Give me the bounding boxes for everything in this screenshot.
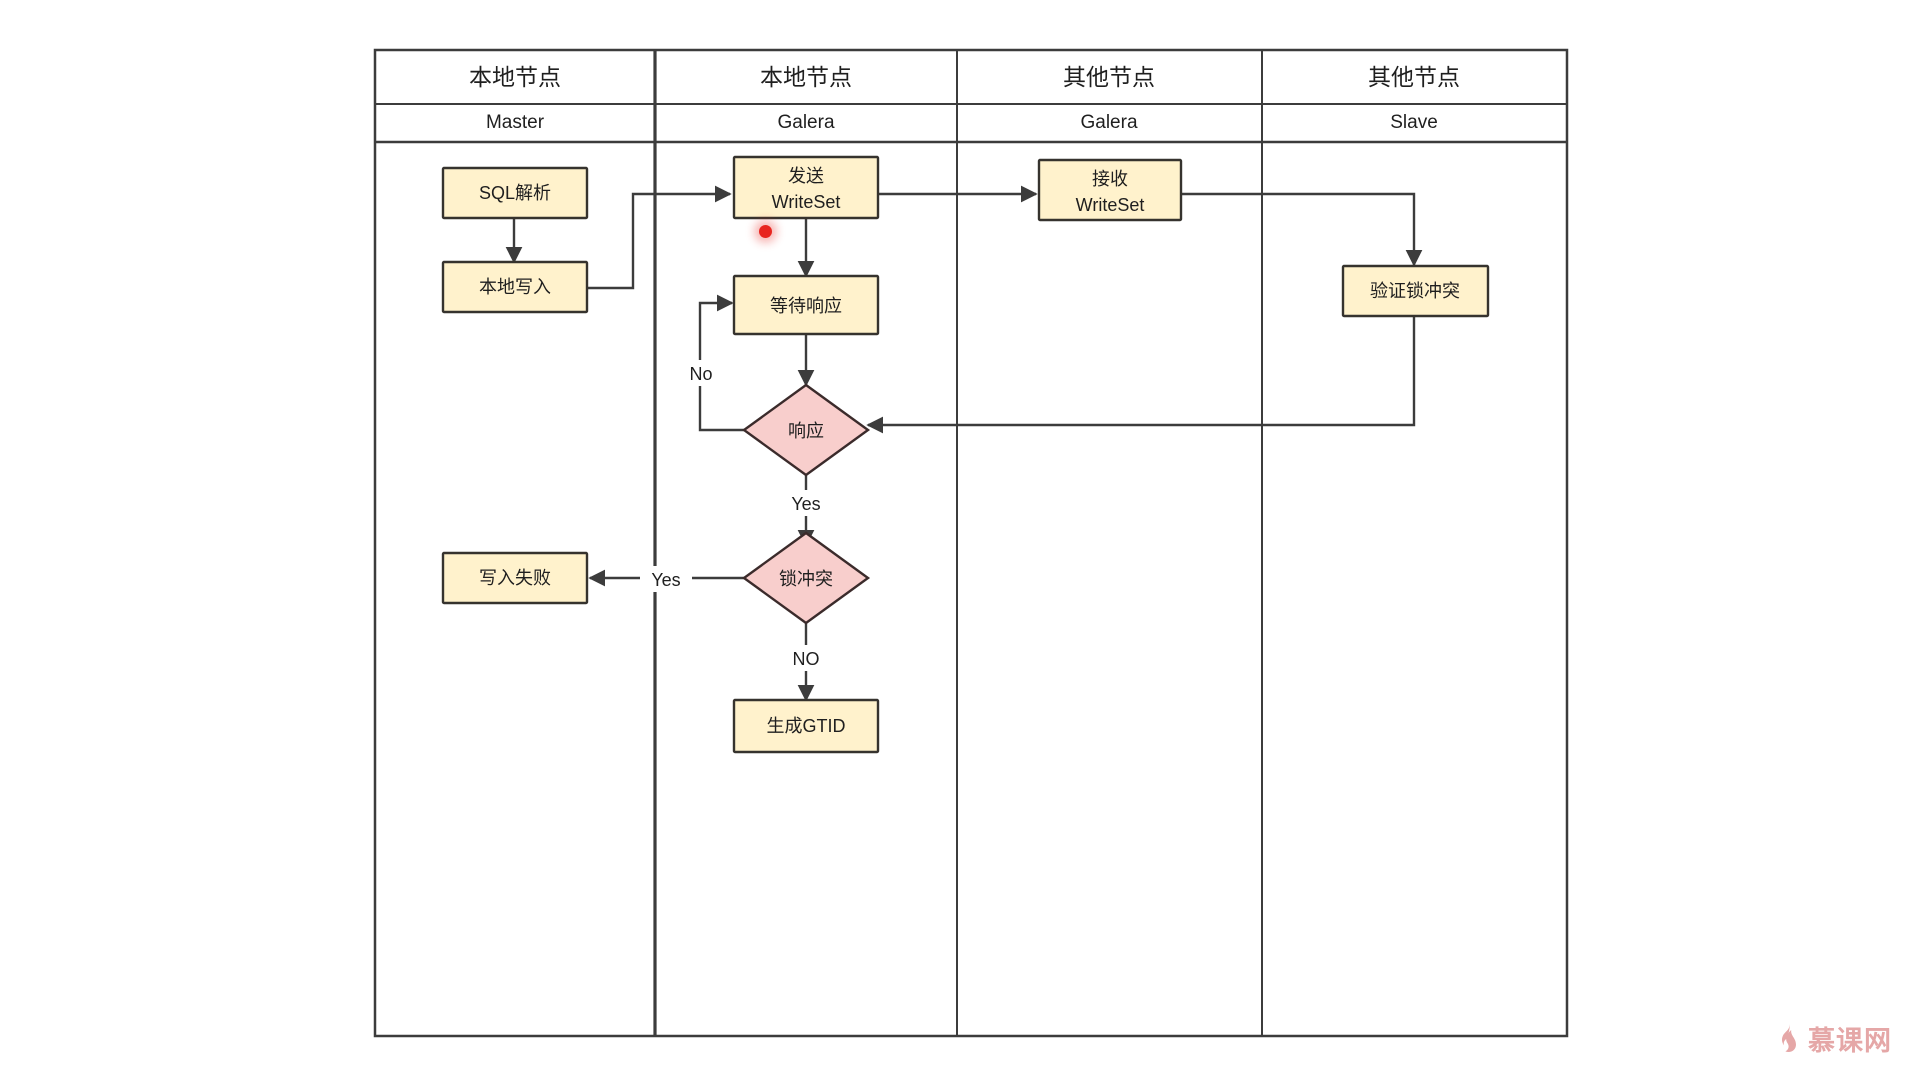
edge-localwrite-to-send: [587, 185, 732, 290]
node-label-sql-parse: SQL解析: [479, 183, 551, 203]
lane-subtitle-3: Slave: [1390, 112, 1438, 133]
node-verify-lock-conflict[interactable]: 验证锁冲突: [1341, 264, 1490, 318]
edge-label-resp-yes: Yes: [791, 494, 820, 514]
edge-label-no-loop: No: [689, 364, 712, 384]
edge-verify-to-resp: [866, 316, 1416, 434]
node-lock-conflict-decision[interactable]: 锁冲突: [741, 531, 871, 625]
lane-title-3: 其他节点: [1368, 64, 1460, 90]
edge-label-lock-yes: Yes: [651, 570, 680, 590]
lane-subtitle-2: Galera: [1080, 112, 1137, 133]
edge-label-lock-no: NO: [793, 649, 820, 669]
node-label-send-writeset-line2: WriteSet: [772, 192, 841, 212]
lane-subtitle-0: Master: [486, 112, 545, 133]
node-write-failed[interactable]: 写入失败: [441, 551, 589, 605]
node-receive-writeset[interactable]: 接收 WriteSet: [1037, 158, 1183, 222]
node-send-writeset[interactable]: 发送 WriteSet: [732, 155, 880, 220]
lane-header-0: 本地节点 Master: [469, 64, 561, 133]
lane-title-0: 本地节点: [469, 64, 561, 90]
lane-header-1: 本地节点 Galera: [760, 64, 852, 133]
node-label-response-decision: 响应: [788, 421, 824, 441]
node-response-decision[interactable]: 响应: [741, 383, 871, 477]
node-label-write-failed: 写入失败: [479, 568, 551, 588]
cursor-click-marker: [759, 225, 772, 238]
node-label-receive-writeset-line1: 接收: [1092, 169, 1128, 189]
edge-recv-to-verify: [1180, 192, 1423, 267]
edge-labels: No Yes Yes NO: [640, 360, 832, 671]
lane-header-2: 其他节点 Galera: [1063, 64, 1155, 133]
node-sql-parse[interactable]: SQL解析: [441, 166, 589, 220]
watermark: 慕课网: [1775, 1019, 1892, 1058]
node-label-lock-conflict-decision: 锁冲突: [779, 569, 833, 589]
node-label-receive-writeset-line2: WriteSet: [1076, 195, 1145, 215]
node-label-verify-lock-conflict: 验证锁冲突: [1370, 281, 1460, 301]
edges: [505, 185, 1423, 702]
flame-icon: [1781, 1023, 1796, 1052]
node-label-generate-gtid: 生成GTID: [767, 716, 846, 736]
node-local-write[interactable]: 本地写入: [441, 260, 589, 314]
lane-title-1: 本地节点: [760, 64, 852, 90]
node-label-wait-response: 等待响应: [770, 296, 842, 316]
swimlane-frame: [373, 48, 1569, 1038]
node-generate-gtid[interactable]: 生成GTID: [732, 698, 880, 754]
lane-title-2: 其他节点: [1063, 64, 1155, 90]
lane-header-3: 其他节点 Slave: [1368, 64, 1460, 133]
watermark-text: 慕课网: [1808, 1026, 1892, 1056]
node-wait-response[interactable]: 等待响应: [732, 274, 880, 336]
node-label-send-writeset-line1: 发送: [788, 166, 824, 186]
lane-subtitle-1: Galera: [777, 112, 834, 133]
node-label-local-write: 本地写入: [479, 277, 551, 297]
